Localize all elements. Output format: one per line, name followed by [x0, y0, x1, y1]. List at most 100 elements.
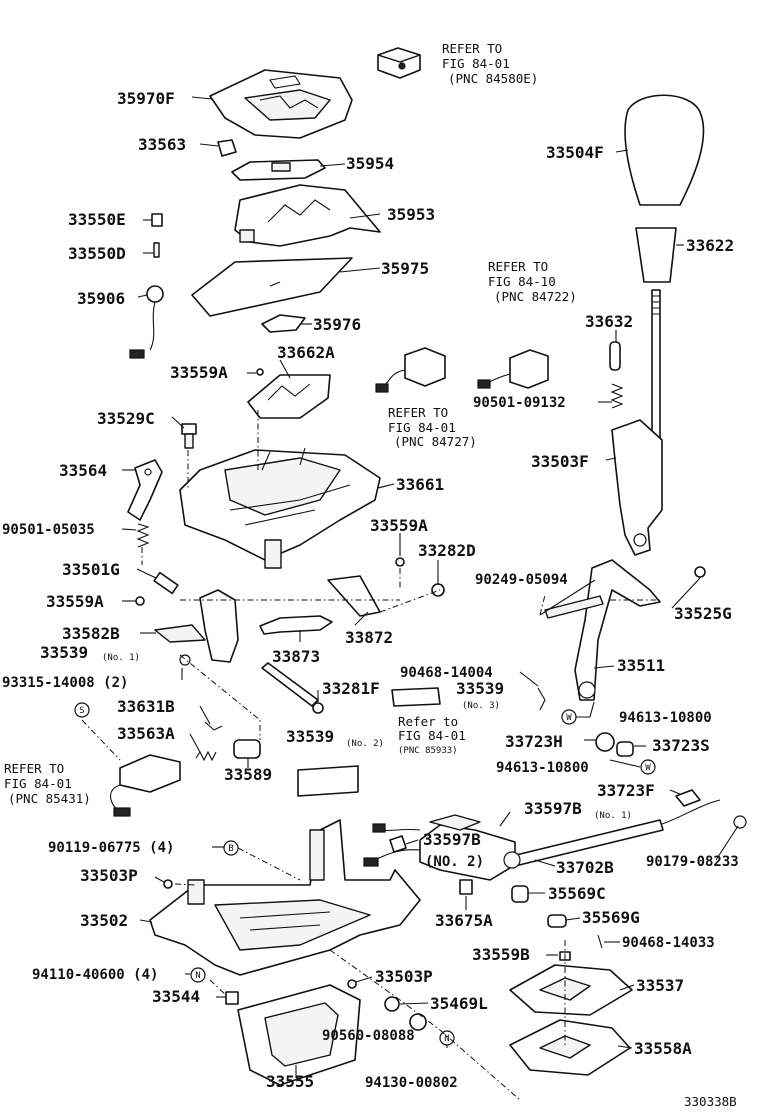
- label-33873[interactable]: 33873: [272, 647, 320, 666]
- callout-w-1: W: [566, 713, 572, 723]
- label-33544[interactable]: 33544: [152, 987, 200, 1006]
- label-33537[interactable]: 33537: [636, 976, 684, 995]
- seal-33558a-drawing: [509, 1019, 631, 1076]
- label-33563a[interactable]: 33563A: [117, 724, 175, 743]
- ref-84727-line1[interactable]: REFER TO: [388, 405, 448, 420]
- ref-84727-line3: (PNC 84727): [394, 434, 477, 449]
- label-33661[interactable]: 33661: [396, 475, 444, 494]
- label-94613-10800-1[interactable]: 94613-10800: [619, 710, 712, 726]
- label-33632[interactable]: 33632: [585, 312, 633, 331]
- label-33555[interactable]: 33555: [266, 1072, 314, 1091]
- pin-clip-drawing: [559, 934, 603, 961]
- ref-85431-line2[interactable]: FIG 84-01: [4, 776, 72, 791]
- label-33511[interactable]: 33511: [617, 656, 665, 675]
- diagram-id: 330338B: [684, 1094, 737, 1109]
- ref-84580e-line3: (PNC 84580E): [448, 71, 538, 86]
- plate-35976-drawing: [261, 314, 306, 333]
- label-35906[interactable]: 35906: [77, 289, 125, 308]
- solenoid-85431-drawing: [110, 754, 181, 817]
- label-35970f[interactable]: 35970F: [117, 89, 175, 108]
- label-35976[interactable]: 35976: [313, 315, 361, 334]
- label-90501-05035[interactable]: 90501-05035: [2, 522, 95, 538]
- plate-35975-drawing: [191, 257, 353, 317]
- label-90179-08233[interactable]: 90179-08233: [646, 854, 739, 870]
- label-33502[interactable]: 33502: [80, 911, 128, 930]
- label-90468-14004[interactable]: 90468-14004: [400, 665, 493, 681]
- label-33597b-no2[interactable]: 33597B: [423, 830, 481, 849]
- label-33539-no3[interactable]: 33539: [456, 679, 504, 698]
- label-33597b-no1[interactable]: 33597B: [524, 799, 582, 818]
- label-33631b[interactable]: 33631B: [117, 697, 175, 716]
- small-hardware-drawing: [225, 979, 427, 1031]
- connector-84722-drawing: [477, 349, 549, 389]
- label-33503p-2[interactable]: 33503P: [375, 967, 433, 986]
- label-33559a-1[interactable]: 33559A: [170, 363, 228, 382]
- label-35975[interactable]: 35975: [381, 259, 429, 278]
- label-90249-05094[interactable]: 90249-05094: [475, 572, 568, 588]
- ref-84580e-line1[interactable]: REFER TO: [442, 41, 502, 56]
- label-35953[interactable]: 35953: [387, 205, 435, 224]
- label-33582b[interactable]: 33582B: [62, 624, 120, 643]
- reference-notes: REFER TO FIG 84-01 (PNC 84580E) REFER TO…: [4, 41, 577, 806]
- label-33504f[interactable]: 33504F: [546, 143, 604, 162]
- label-35469l[interactable]: 35469L: [430, 994, 488, 1013]
- ref-84722-line2[interactable]: FIG 84-10: [488, 274, 556, 289]
- label-33539-no1[interactable]: 33539: [40, 643, 88, 662]
- label-33282d[interactable]: 33282D: [418, 541, 476, 560]
- label-33723f[interactable]: 33723F: [597, 781, 655, 800]
- label-33622[interactable]: 33622: [686, 236, 734, 255]
- label-93315-14008[interactable]: 93315-14008 (2): [2, 675, 128, 691]
- leader-lines: [121, 96, 739, 1078]
- label-33675a[interactable]: 33675A: [435, 911, 493, 930]
- ref-85431-line1[interactable]: REFER TO: [4, 761, 64, 776]
- label-33559b[interactable]: 33559B: [472, 945, 530, 964]
- label-90501-09132[interactable]: 90501-09132: [473, 395, 566, 411]
- clip-33525g-drawing: [694, 566, 706, 578]
- label-33550e[interactable]: 33550E: [68, 210, 126, 229]
- label-33529c[interactable]: 33529C: [97, 409, 155, 428]
- lever-33503f-drawing: [611, 419, 663, 556]
- label-33558a[interactable]: 33558A: [634, 1039, 692, 1058]
- label-33564[interactable]: 33564: [59, 461, 107, 480]
- label-33550d[interactable]: 33550D: [68, 244, 126, 263]
- connector-84727-drawing: [375, 347, 446, 393]
- label-33559a-3[interactable]: 33559A: [46, 592, 104, 611]
- callout-n-1: N: [195, 971, 200, 981]
- label-35954[interactable]: 35954: [346, 154, 394, 173]
- label-90560-08088[interactable]: 90560-08088: [322, 1028, 415, 1044]
- label-33539-no2[interactable]: 33539: [286, 727, 334, 746]
- alignment-lines: [81, 410, 660, 1101]
- label-33702b[interactable]: 33702B: [556, 858, 614, 877]
- label-33872[interactable]: 33872: [345, 628, 393, 647]
- label-35569c[interactable]: 35569C: [548, 884, 606, 903]
- label-35569g[interactable]: 35569G: [582, 908, 640, 927]
- label-94110-40600[interactable]: 94110-40600 (4): [32, 967, 158, 983]
- callout-w-2: W: [645, 763, 651, 773]
- clip-33563-drawing: [217, 139, 237, 157]
- pin-33281f-drawing: [261, 662, 324, 714]
- label-33281f[interactable]: 33281F: [322, 679, 380, 698]
- ref-85933-line2[interactable]: FIG 84-01: [398, 728, 466, 743]
- ref-85933-line1[interactable]: Refer to: [398, 714, 458, 729]
- label-33563[interactable]: 33563: [138, 135, 186, 154]
- label-33723s[interactable]: 33723S: [652, 736, 710, 755]
- label-33589[interactable]: 33589: [224, 765, 272, 784]
- label-33662a[interactable]: 33662A: [277, 343, 335, 362]
- ref-84722-line1[interactable]: REFER TO: [488, 259, 548, 274]
- label-33501g[interactable]: 33501G: [62, 560, 120, 579]
- label-90119-06775[interactable]: 90119-06775 (4): [48, 840, 174, 856]
- ref-84727-line2[interactable]: FIG 84-01: [388, 420, 456, 435]
- label-33723h[interactable]: 33723H: [505, 732, 563, 751]
- ref-84580e-line2[interactable]: FIG 84-01: [442, 56, 510, 71]
- label-33503f[interactable]: 33503F: [531, 452, 589, 471]
- label-33503p-1[interactable]: 33503P: [80, 866, 138, 885]
- label-33559a-2[interactable]: 33559A: [370, 516, 428, 535]
- label-33597b-no1-note: (No. 1): [594, 811, 632, 821]
- bracket-33564-drawing: [127, 459, 163, 521]
- label-33525g[interactable]: 33525G: [674, 604, 732, 623]
- label-33539-no3-note: (No. 3): [462, 701, 500, 711]
- label-94613-10800-2[interactable]: 94613-10800: [496, 760, 589, 776]
- label-94130-00802[interactable]: 94130-00802: [365, 1075, 458, 1091]
- label-90468-14033[interactable]: 90468-14033: [622, 935, 715, 951]
